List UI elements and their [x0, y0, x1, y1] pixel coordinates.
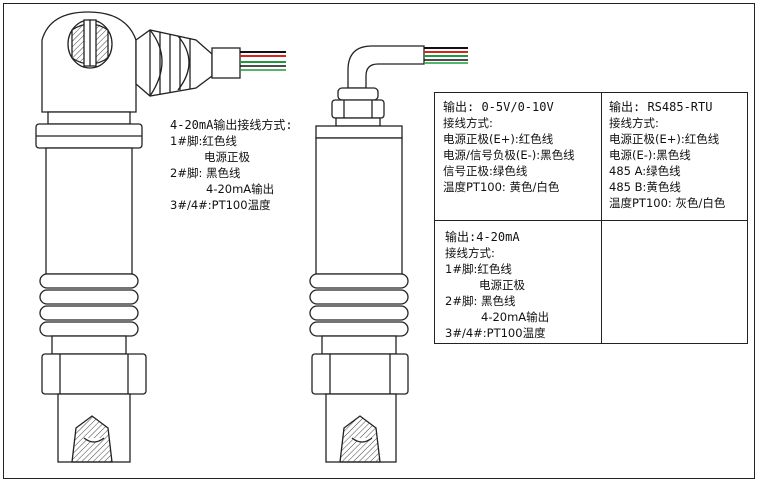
left-pin1: 1#脚:红色线 [170, 134, 237, 148]
left-notes-title: 4-20mA输出接线方式: [170, 118, 293, 132]
current-pin2-desc: 4-20mA输出 [481, 310, 550, 324]
middle-sensor [309, 45, 468, 463]
cell-voltage-output: 输出: 0-5V/0-10V 接线方式: 电源正极(E+):红色线 电源/信号负… [443, 99, 575, 195]
voltage-title: 输出: 0-5V/0-10V [443, 100, 554, 114]
cable-gland-top [337, 87, 379, 101]
rs485-line: 温度PT100: 灰色/白色 [609, 196, 726, 210]
cable-gland [135, 29, 213, 97]
sensor-body-2 [315, 137, 403, 275]
voltage-line: 电源正极(E+):红色线 [443, 132, 554, 146]
wiring-table: 输出: 0-5V/0-10V 接线方式: 电源正极(E+):红色线 电源/信号负… [434, 92, 748, 344]
current-pin34: 3#/4#:PT100温度 [445, 326, 546, 340]
drawing-frame [3, 3, 755, 479]
rs485-title: 输出: RS485-RTU [609, 100, 713, 114]
table-divider-vertical [601, 93, 602, 343]
voltage-line: 信号正极:绿色线 [443, 164, 528, 178]
current-pin1-desc: 电源正极 [479, 278, 525, 292]
table-divider-horizontal [435, 220, 747, 221]
current-pin1: 1#脚:红色线 [445, 262, 512, 276]
rs485-subtitle: 接线方式: [609, 116, 659, 130]
hex-nut-2 [311, 353, 409, 395]
left-pin2-desc: 4-20mA输出 [206, 182, 275, 196]
current-pin2: 2#脚: 黑色线 [445, 294, 516, 308]
current-subtitle: 接线方式: [445, 246, 495, 260]
bent-cable [347, 45, 425, 89]
left-sensor [35, 11, 286, 463]
current-title: 输出:4-20mA [445, 230, 520, 244]
rs485-line: 485 A:绿色线 [609, 164, 681, 178]
hex-nut [41, 353, 147, 395]
voltage-line: 电源/信号负极(E-):黑色线 [443, 148, 575, 162]
cell-rs485-output: 输出: RS485-RTU 接线方式: 电源正极(E+):红色线 电源(E-):… [609, 99, 725, 211]
voltage-subtitle: 接线方式: [443, 116, 493, 130]
voltage-line: 温度PT100: 黄色/白色 [443, 180, 560, 194]
left-pin34: 3#/4#:PT100温度 [170, 198, 271, 212]
cooling-fin [39, 273, 139, 289]
cell-current-output: 输出:4-20mA 接线方式: 1#脚:红色线 电源正极 2#脚: 黑色线 4-… [445, 229, 549, 341]
rs485-line: 电源正极(E+):红色线 [609, 132, 720, 146]
left-pin2: 2#脚: 黑色线 [170, 166, 241, 180]
body-collar [315, 125, 403, 139]
left-pin1-desc: 电源正极 [204, 150, 250, 164]
left-notes: 4-20mA输出接线方式: 1#脚:红色线 电源正极 2#脚: 黑色线 4-20… [170, 117, 293, 213]
cooling-fin-2 [309, 273, 409, 289]
rs485-line: 485 B:黄色线 [609, 180, 681, 194]
sensor-body [45, 147, 133, 275]
rs485-line: 电源(E-):黑色线 [609, 148, 691, 162]
